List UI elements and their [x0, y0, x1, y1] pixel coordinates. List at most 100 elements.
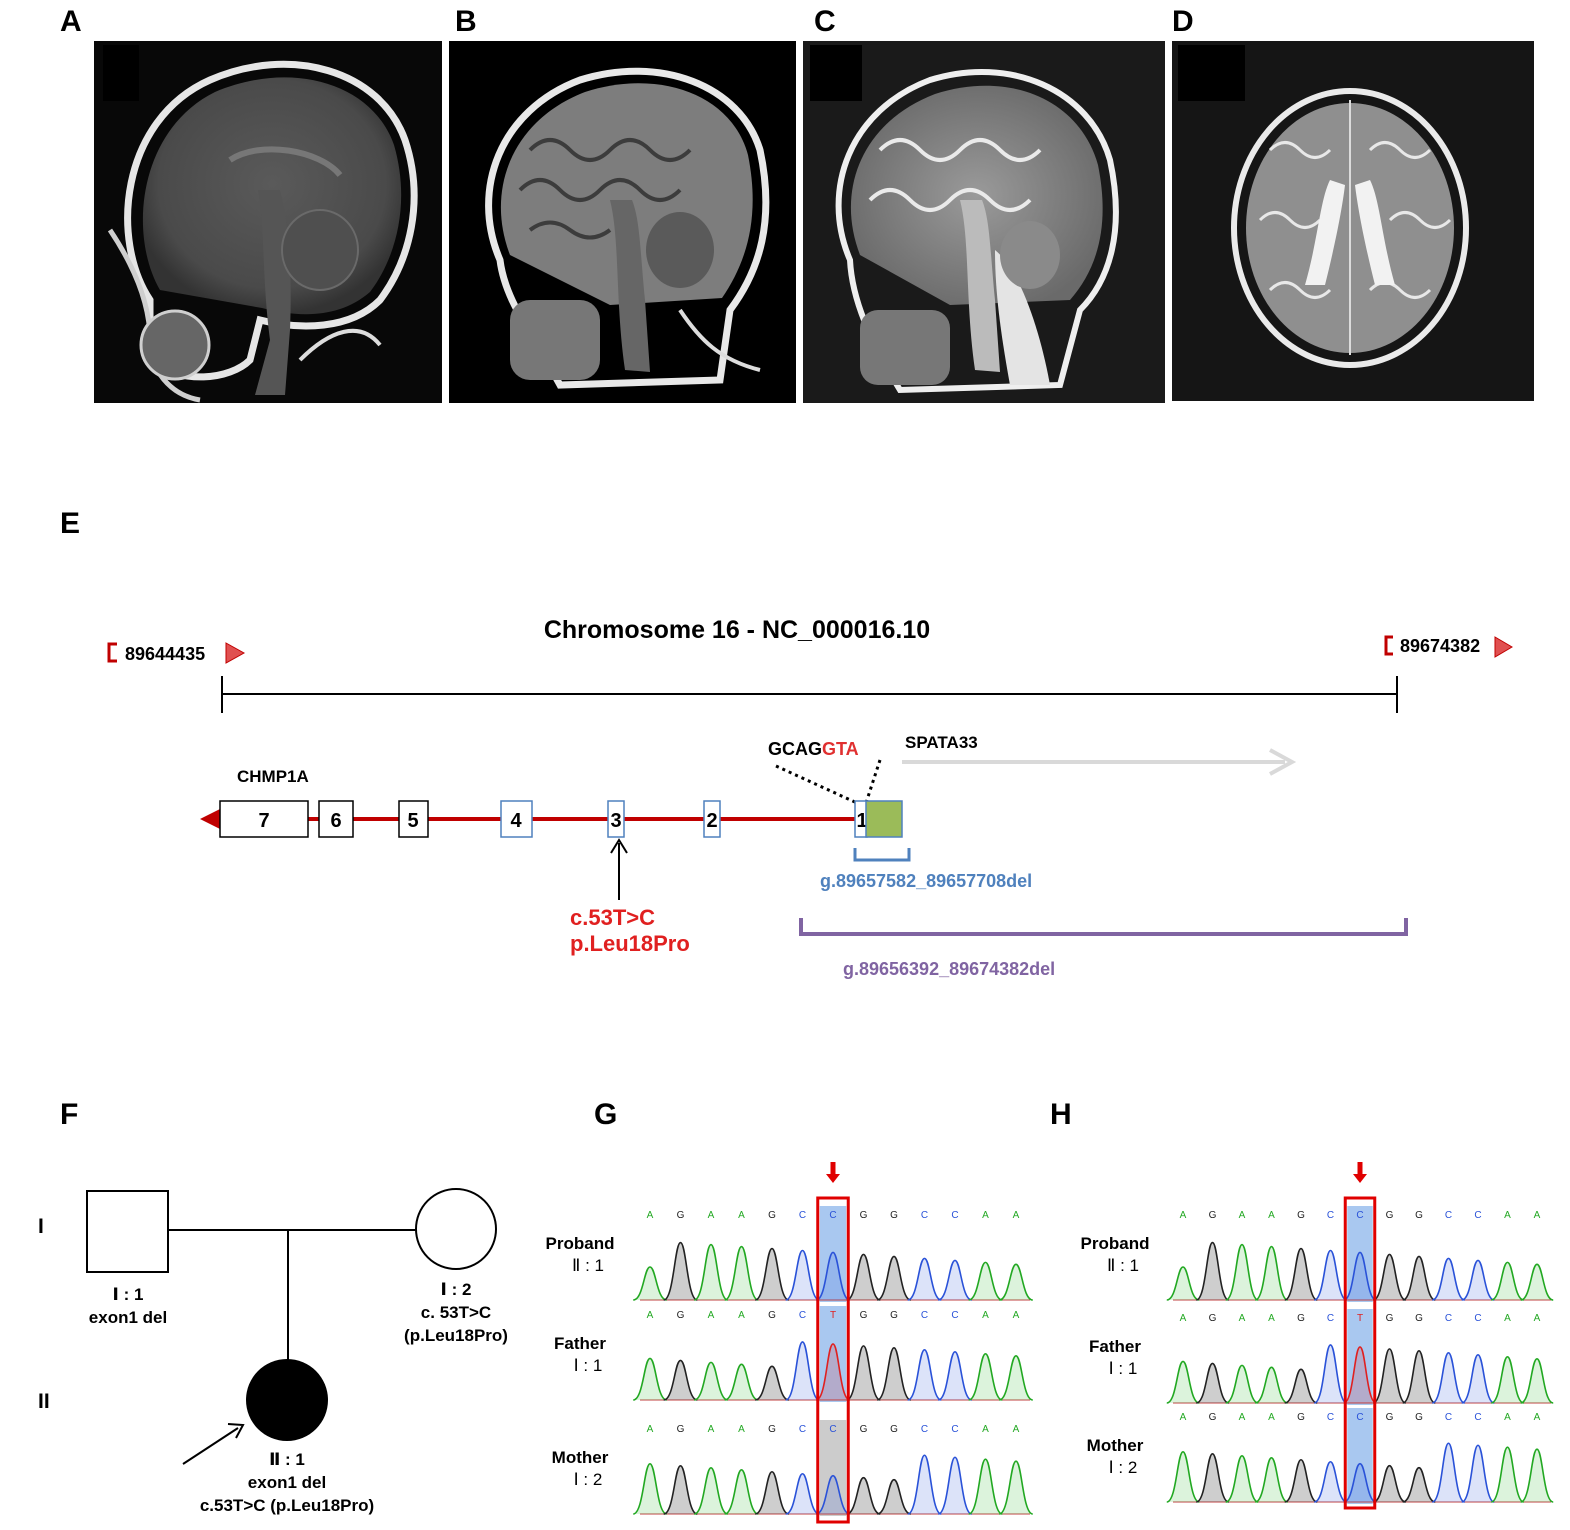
base-call: A — [1180, 1210, 1187, 1221]
sample-name: Father — [554, 1334, 606, 1353]
trace-peak — [1402, 1255, 1436, 1301]
gene-label-spata33: SPATA33 — [905, 733, 978, 752]
base-call: C — [1356, 1412, 1363, 1423]
trace-peak — [1343, 1462, 1377, 1503]
trace-peak — [1490, 1355, 1525, 1404]
base-call: C — [799, 1310, 806, 1321]
trace-peak — [724, 1245, 759, 1301]
base-call: A — [1268, 1210, 1275, 1221]
trace-peak — [632, 1266, 668, 1301]
trace-peak — [724, 1363, 759, 1401]
right-triangle-icon — [225, 642, 246, 664]
base-call: G — [1209, 1313, 1217, 1324]
trace-peak — [1461, 1259, 1495, 1301]
trace-peak — [1284, 1368, 1318, 1404]
base-call: C — [1327, 1313, 1334, 1324]
base-call: G — [1209, 1210, 1217, 1221]
trace-peak — [1225, 1364, 1259, 1404]
mri-image-a — [94, 41, 442, 403]
sample-name: Mother — [552, 1448, 609, 1467]
sample-id: Ⅰ : 2 — [1109, 1458, 1138, 1477]
left-coordinate: 89644435 — [125, 644, 205, 664]
base-call: A — [1013, 1424, 1020, 1435]
base-call: A — [1268, 1313, 1275, 1324]
base-call: G — [860, 1424, 868, 1435]
panel-label-a: A — [60, 5, 82, 38]
trace-peak — [1431, 1352, 1466, 1404]
base-call: A — [738, 1310, 745, 1321]
base-call: C — [951, 1310, 958, 1321]
sample-name: Proband — [546, 1234, 615, 1253]
trace-peak — [876, 1255, 912, 1301]
base-call: A — [1534, 1412, 1541, 1423]
trace-peak — [815, 1343, 851, 1401]
sample-id: Ⅰ : 1 — [1109, 1359, 1138, 1378]
trace-peak — [846, 1345, 881, 1401]
trace-peak — [1431, 1442, 1466, 1503]
chmp1a-direction-arrow — [200, 809, 220, 829]
base-call: A — [647, 1424, 654, 1435]
base-call: C — [1327, 1210, 1334, 1221]
trace-peak — [785, 1249, 820, 1301]
proband-arrow — [182, 1427, 239, 1465]
trace-peak — [1195, 1453, 1230, 1503]
trace-peak — [1284, 1247, 1318, 1301]
trace-peak — [937, 1351, 973, 1401]
base-call: G — [1415, 1210, 1423, 1221]
variant-column-box — [816, 1196, 850, 1524]
base-call: G — [768, 1424, 776, 1435]
base-call: C — [951, 1424, 958, 1435]
panel-label-c: C — [814, 5, 836, 38]
exon-4: 4 — [500, 800, 533, 838]
base-call: A — [1504, 1210, 1511, 1221]
base-call: C — [1327, 1412, 1334, 1423]
trace-peak — [632, 1357, 668, 1401]
trace-peak — [876, 1478, 912, 1515]
base-call: G — [1415, 1412, 1423, 1423]
base-call: C — [1356, 1210, 1363, 1221]
sample-name: Mother — [1087, 1436, 1144, 1455]
base-call: A — [738, 1424, 745, 1435]
large-deletion-bracket — [799, 918, 1408, 936]
base-call: G — [768, 1310, 776, 1321]
exon-3: 3 — [607, 800, 625, 838]
small-deletion-label: g.89657582_89657708del — [820, 871, 1032, 891]
trace-peak — [663, 1359, 698, 1401]
trace-peak — [998, 1263, 1034, 1301]
trace-peak — [1372, 1348, 1407, 1404]
base-call: G — [768, 1210, 776, 1221]
trace-peak — [1402, 1466, 1436, 1503]
base-call: G — [1386, 1412, 1394, 1423]
trace-peak — [815, 1251, 851, 1301]
small-deletion-bracket — [853, 848, 911, 862]
base-call: A — [982, 1424, 989, 1435]
base-call: A — [1268, 1412, 1275, 1423]
gene-map: Chromosome 16 - NC_000016.10 89644435 89… — [107, 616, 1513, 979]
base-call: A — [1534, 1210, 1541, 1221]
trace-peak — [1372, 1253, 1407, 1301]
proband-symbol — [246, 1359, 328, 1441]
father-symbol — [86, 1190, 169, 1273]
trace-peak — [1520, 1263, 1554, 1301]
mother-genotype: c. 53T>C — [421, 1303, 491, 1322]
base-call: A — [982, 1310, 989, 1321]
generation-label-2: II — [38, 1390, 50, 1413]
base-call: A — [1534, 1313, 1541, 1324]
trace-peak — [1520, 1448, 1554, 1503]
base-call: C — [1474, 1313, 1481, 1324]
base-call: A — [1239, 1210, 1246, 1221]
base-call: A — [1180, 1412, 1187, 1423]
base-call: G — [1415, 1313, 1423, 1324]
base-call: T — [830, 1310, 836, 1321]
sample-name: Father — [1089, 1337, 1141, 1356]
trace-peak — [815, 1474, 851, 1515]
mri-image-d — [1172, 41, 1534, 401]
pedigree: I II Ⅰ : 1 exon1 del Ⅰ : 2 c. 53T>C (p.L… — [38, 1188, 508, 1515]
base-call: A — [1013, 1210, 1020, 1221]
mri-image-b — [449, 41, 796, 403]
exon-5: 5 — [398, 800, 429, 838]
base-call: G — [1209, 1412, 1217, 1423]
sample-id: Ⅰ : 2 — [574, 1470, 603, 1489]
